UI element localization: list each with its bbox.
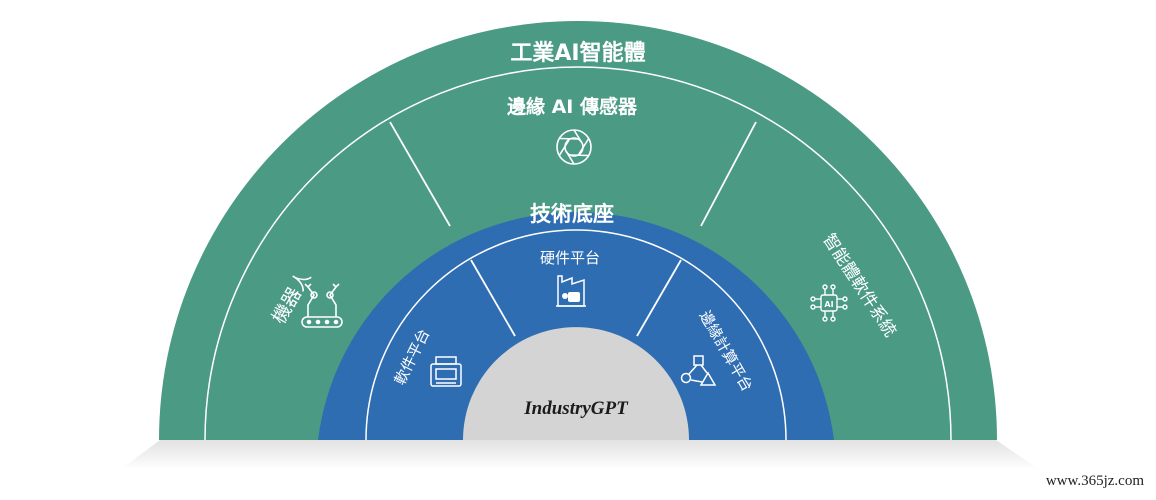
- network-nodes-icon: [680, 355, 717, 386]
- svg-text:AI: AI: [824, 300, 833, 309]
- inner-divider-left: [470, 259, 516, 337]
- outer-divider-right: [700, 121, 757, 227]
- device-icon: [430, 356, 462, 387]
- factory-icon: [556, 275, 586, 307]
- inner-ring-title: 技術底座: [530, 202, 614, 226]
- inner-segment-label-hardware: 硬件平台: [540, 249, 600, 267]
- core-label: IndustryGPT: [523, 398, 629, 419]
- base-plate: [120, 440, 1040, 470]
- outer-ring-inner-outline: [204, 66, 952, 441]
- outer-divider-left: [389, 121, 451, 227]
- inner-ring-outline: [365, 229, 787, 441]
- ai-chip-icon: AI: [810, 284, 848, 322]
- core: [463, 327, 689, 440]
- outer-ring-title: 工業AI智能體: [510, 40, 645, 66]
- robot-arm-conveyor-icon: [301, 283, 343, 328]
- aperture-icon: [556, 129, 592, 165]
- inner-divider-right: [636, 259, 682, 337]
- watermark: www.365jz.com: [1045, 473, 1144, 489]
- outer-segment-label-sensor: 邊緣 AI 傳感器: [507, 95, 638, 118]
